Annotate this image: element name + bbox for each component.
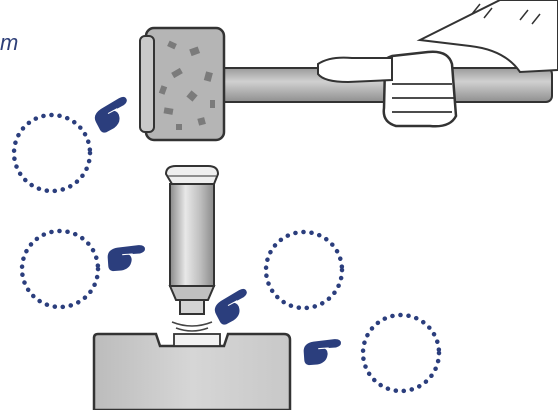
hammer-icon [139, 26, 553, 142]
target-circle-3[interactable] [263, 229, 345, 311]
hammer-head [144, 26, 226, 142]
target-circle-2[interactable] [19, 228, 101, 310]
workpiece-block-icon [92, 332, 292, 410]
hammer-face [139, 35, 155, 133]
target-circle-1[interactable] [11, 112, 93, 194]
punch-tool-icon [164, 165, 220, 332]
hammer-texture [158, 40, 215, 130]
hand-icon [317, 0, 558, 128]
caption-fragment: m [0, 30, 19, 55]
target-circle-4[interactable] [360, 312, 442, 394]
